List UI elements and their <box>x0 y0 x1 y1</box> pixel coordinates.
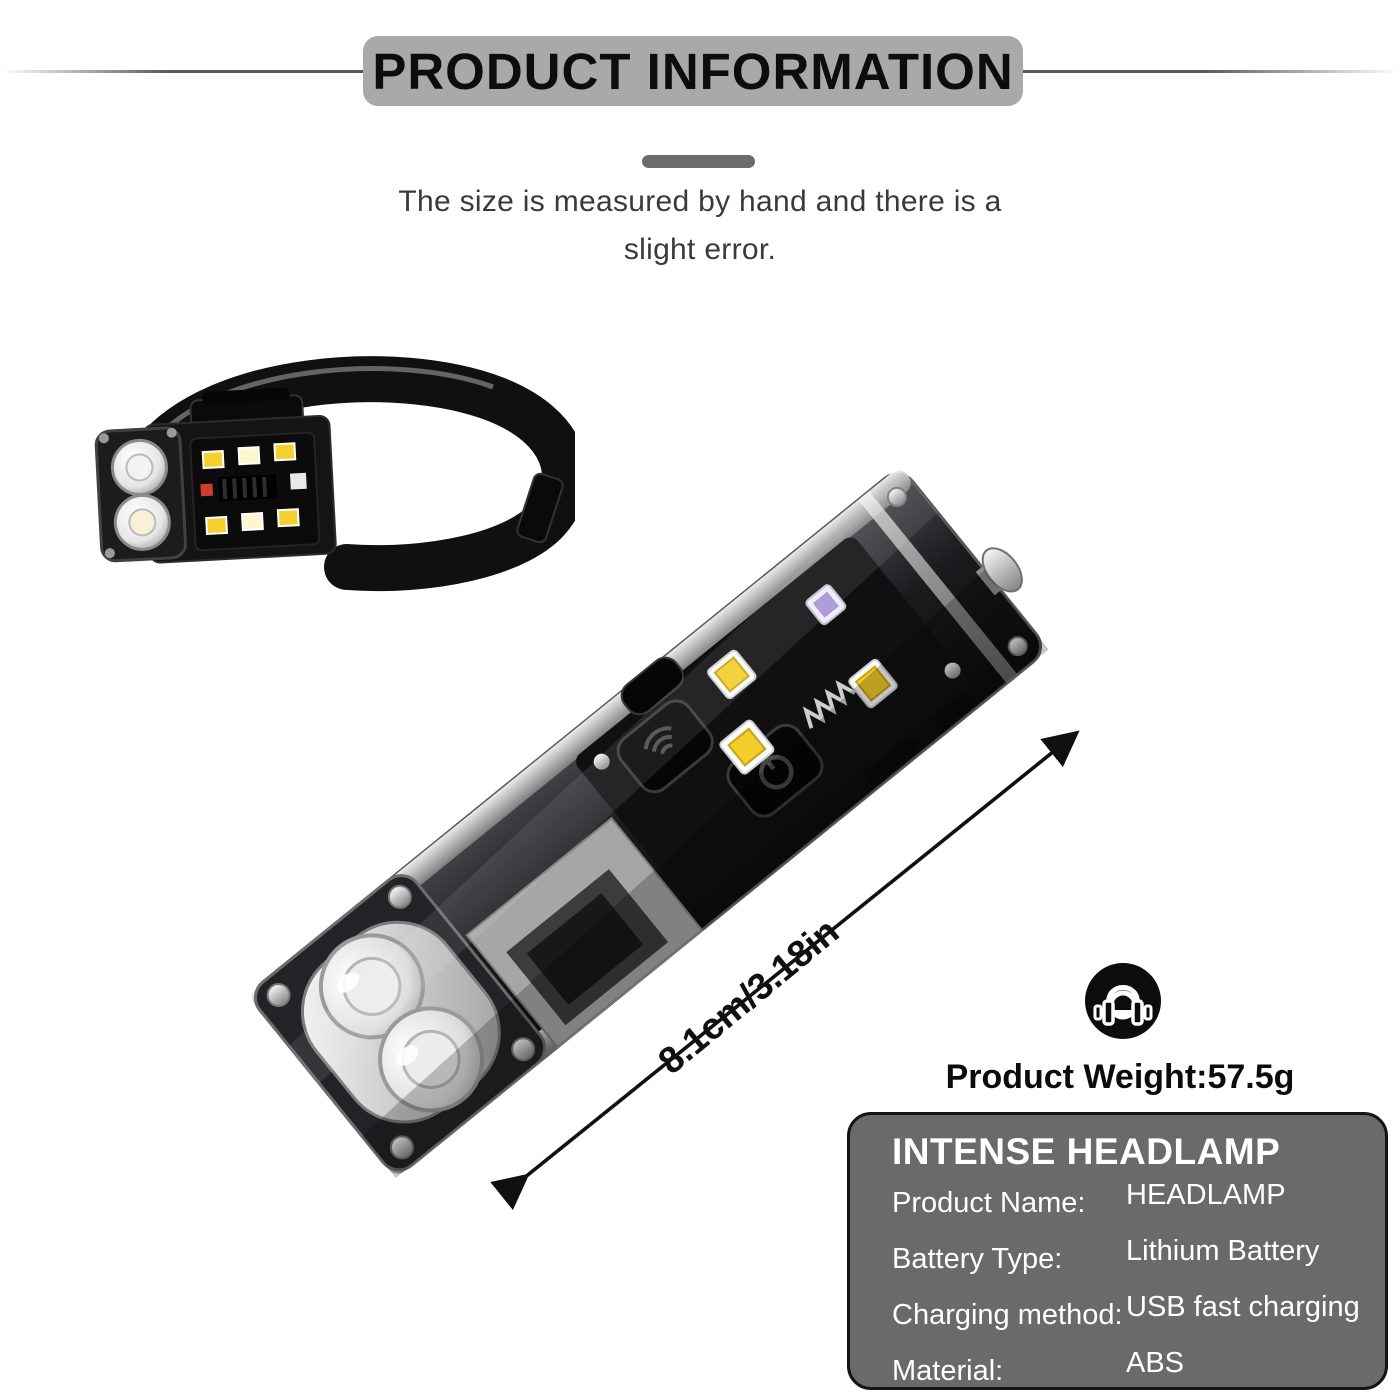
lamp-led-panel <box>189 431 321 552</box>
notice-line-2: slight error. <box>623 233 777 266</box>
spec-label: Charging method: <box>892 1299 1123 1331</box>
measurement-notice: The size is measured by hand and there i… <box>300 178 1100 274</box>
tail-side-button <box>981 547 1023 593</box>
notice-line-1: The size is measured by hand and there i… <box>398 185 1002 218</box>
spec-value: ABS <box>1126 1347 1185 1379</box>
spec-value: HEADLAMP <box>1126 1179 1286 1211</box>
lamp-red-led <box>200 483 214 497</box>
spec-value: Lithium Battery <box>1126 1235 1320 1267</box>
strap-lamp-unit <box>94 387 337 564</box>
spec-row-charging-method: Charging method: USB fast charging <box>892 1291 1360 1332</box>
front-lens-module <box>253 874 547 1172</box>
spec-row-material: Material: ABS <box>892 1347 1357 1388</box>
lamp-top-bar <box>201 387 290 404</box>
page-title-banner: PRODUCT INFORMATION <box>363 36 1023 106</box>
spring-coil <box>802 680 856 729</box>
spec-value: USB fast charging <box>1126 1291 1360 1323</box>
spec-panel-title: INTENSE HEADLAMP <box>892 1131 1281 1172</box>
spec-label: Material: <box>892 1355 1004 1387</box>
divider-pill <box>642 155 755 168</box>
spec-label: Battery Type: <box>892 1243 1063 1275</box>
strap-adjuster-buckle <box>516 472 564 544</box>
spec-row-product-name: Product Name: HEADLAMP <box>892 1179 1357 1220</box>
kettlebell-handle <box>1106 985 1140 1005</box>
spec-label: Product Name: <box>892 1187 1086 1219</box>
product-weight-label: Product Weight:57.5g <box>945 1058 1295 1096</box>
headlamp-with-strap-image <box>94 356 575 592</box>
lamp-white-chip <box>289 472 307 490</box>
spec-panel: INTENSE HEADLAMP Product Name: HEADLAMP … <box>847 1112 1388 1390</box>
page-title: PRODUCT INFORMATION <box>372 42 1014 100</box>
sensor-cylinder <box>620 656 684 716</box>
spec-row-battery-type: Battery Type: Lithium Battery <box>892 1235 1357 1276</box>
headlamp-body-image <box>251 470 1049 1179</box>
tail-section <box>858 486 1028 684</box>
weight-icon <box>1085 963 1161 1039</box>
